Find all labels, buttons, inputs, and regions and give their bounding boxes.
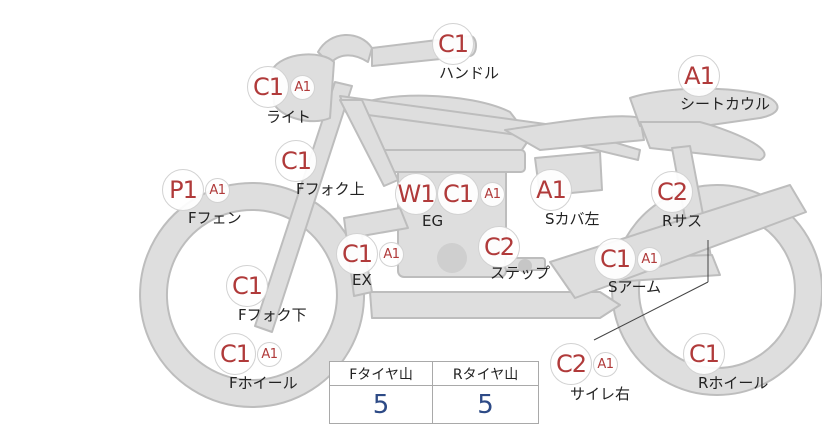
- tail-shape: [639, 121, 766, 161]
- front-fork-shape: [254, 81, 353, 333]
- part-label-f-wheel: Fホイール: [229, 374, 298, 392]
- part-label-s-cover-l: Sカバ左: [545, 210, 600, 228]
- callout-s-cover-l: A1: [530, 169, 572, 211]
- part-label-step: ステップ: [490, 264, 551, 282]
- callout-muffler-r: C2 A1: [550, 343, 618, 385]
- part-label-f-fork-up: Fフォク上: [296, 180, 365, 198]
- part-label-eg: EG: [422, 212, 444, 230]
- code-badge: C1: [683, 333, 725, 375]
- leader-line: [593, 281, 709, 341]
- callout-eg: W1 C1 A1: [395, 173, 505, 215]
- step-peg: [518, 259, 532, 273]
- code-badge: C1: [247, 66, 289, 108]
- code-badge: P1: [162, 169, 204, 211]
- seat-cowl-shape: [629, 87, 779, 129]
- part-label-r-wheel: Rホイール: [698, 374, 769, 392]
- part-label-handle: ハンドル: [439, 64, 500, 82]
- part-label-light: ライト: [266, 108, 312, 126]
- code-badge: A1: [205, 177, 230, 203]
- code-badge: C2: [651, 171, 693, 213]
- code-badge: C1: [437, 173, 479, 215]
- rear-tire-header: Rタイヤ山: [432, 361, 539, 386]
- code-badge: A1: [593, 351, 618, 377]
- code-badge: A1: [678, 55, 720, 97]
- code-badge: A1: [257, 341, 282, 367]
- code-badge: C1: [432, 23, 474, 65]
- code-badge: C1: [275, 140, 317, 182]
- code-badge: C1: [336, 233, 378, 275]
- code-badge: A1: [379, 241, 404, 267]
- engine-detail: [437, 243, 467, 273]
- callout-light: C1 A1: [247, 66, 315, 108]
- code-badge: A1: [530, 169, 572, 211]
- code-badge: C2: [478, 226, 520, 268]
- callout-ex: C1 A1: [336, 233, 404, 275]
- part-label-f-fork-low: Fフォク下: [238, 306, 307, 324]
- front-wheel-shape: [139, 182, 366, 408]
- table-header-row: Fタイヤ山 Rタイヤ山: [328, 361, 539, 386]
- code-badge: C2: [550, 343, 592, 385]
- part-label-f-fender: Fフェン: [188, 209, 242, 227]
- code-badge: C1: [226, 265, 268, 307]
- front-tire-value: 5: [328, 385, 434, 424]
- rear-tire-value: 5: [432, 385, 539, 424]
- part-label-ex: EX: [352, 271, 372, 289]
- frame-lower-shape: [369, 291, 621, 319]
- code-badge: C1: [214, 333, 256, 375]
- tire-tread-table: Fタイヤ山 Rタイヤ山 5 5: [328, 361, 539, 424]
- callout-r-wheel: C1: [683, 333, 725, 375]
- code-badge: A1: [290, 74, 315, 100]
- part-label-muffler-r: サイレ右: [570, 385, 631, 403]
- callout-seat-cowl: A1: [678, 55, 720, 97]
- table-row: 5 5: [328, 385, 539, 424]
- callout-f-fork-low: C1: [226, 265, 268, 307]
- code-badge: W1: [395, 173, 437, 215]
- callout-f-fork-up: C1: [275, 140, 317, 182]
- code-badge: A1: [480, 181, 505, 207]
- part-label-r-sus: Rサス: [662, 212, 703, 230]
- callout-handle: C1: [432, 23, 474, 65]
- code-badge: A1: [637, 246, 662, 272]
- part-label-s-arm: Sアーム: [608, 278, 662, 296]
- callout-step: C2: [478, 226, 520, 268]
- code-badge: C1: [594, 238, 636, 280]
- handlebar-shape: [317, 34, 373, 65]
- callout-r-sus: C2: [651, 171, 693, 213]
- part-label-seat-cowl: シートカウル: [680, 95, 771, 113]
- callout-f-wheel: C1 A1: [214, 333, 282, 375]
- callout-f-fender: P1 A1: [162, 169, 230, 211]
- callout-s-arm: C1 A1: [594, 238, 662, 280]
- engine-head-shape: [379, 149, 526, 173]
- front-tire-header: Fタイヤ山: [328, 361, 434, 386]
